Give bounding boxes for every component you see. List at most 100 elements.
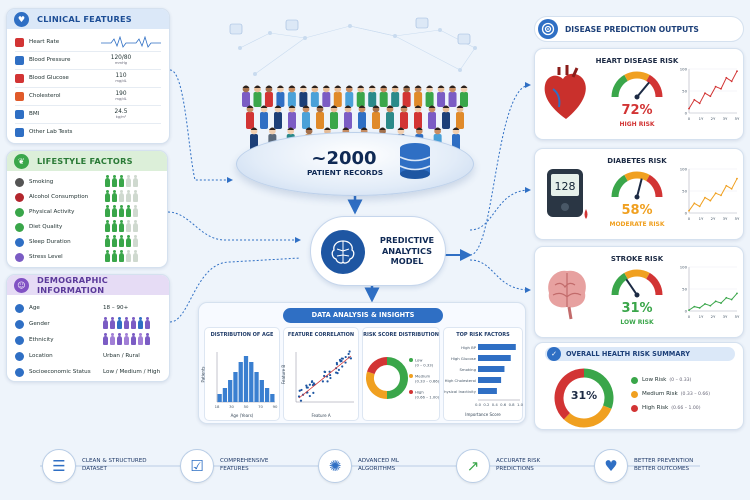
trend-line	[688, 293, 738, 311]
person-figure	[437, 85, 446, 107]
lifestyle-row-label: Smoking	[29, 179, 54, 185]
trend-point	[720, 87, 722, 90]
neural-network-icon: ✺	[328, 457, 342, 475]
value-text: 120/80	[110, 55, 132, 61]
cigarette-icon	[15, 177, 24, 187]
trend-point	[720, 302, 722, 304]
lifestyle-factors-header: ❦ LIFESTYLE FACTORS	[7, 151, 167, 171]
scatter-point	[340, 357, 343, 360]
trend-point	[698, 307, 701, 309]
trend-point	[730, 298, 733, 301]
database-icon: ☰	[52, 457, 66, 475]
growth-chart-icon: ↗	[466, 457, 480, 475]
patient-records-label: PATIENT RECORDS	[306, 168, 384, 177]
risk-dist-title: RISK SCORE DISTRIBUTION	[363, 332, 439, 338]
factor-bar	[478, 388, 497, 394]
factor-tick: 0.4	[492, 402, 499, 407]
y-tick: 100	[680, 67, 688, 72]
summary-legend-item: Low Risk(0 – 0.33)	[631, 373, 710, 387]
risk-level: HIGH RISK	[619, 121, 655, 128]
outputs-header: DISEASE PREDICTION OUTPUTS	[534, 16, 744, 42]
legend-dot	[631, 404, 638, 412]
benefit-line-1: Comprehensive	[220, 458, 269, 465]
clinical-row-label: BMI	[29, 111, 40, 117]
unit-text: mg/dL	[115, 79, 127, 83]
age-tick: 30	[229, 404, 234, 409]
scatter-point	[305, 384, 308, 387]
factor-tick: 0.8	[509, 402, 516, 407]
lifestyle-row: Stress Level	[15, 249, 161, 264]
scatter-point	[329, 376, 332, 380]
scatter-point	[334, 371, 338, 374]
bmi-icon	[15, 109, 24, 119]
histogram-bar	[249, 362, 254, 402]
summary-donut-slice	[554, 368, 585, 420]
corr-chart-title: FEATURE CORRELATION	[287, 332, 355, 338]
person-icon	[105, 234, 110, 247]
gauge-segment	[624, 269, 650, 280]
benefit-text: Advanced MLAlgorithms	[358, 458, 399, 473]
value-text: 110	[115, 73, 127, 79]
person-icon	[133, 204, 138, 217]
person-figure	[414, 85, 423, 107]
trend-point	[704, 196, 706, 199]
x-tick: 3Y	[723, 314, 728, 319]
benefit-icon-circle: ☰	[42, 449, 76, 483]
gauge-segment	[646, 174, 663, 198]
person-figure	[368, 85, 377, 107]
gauge-needle	[636, 81, 650, 98]
glucose-meter-icon: 128	[547, 169, 588, 219]
clinical-row-label: Blood Pressure	[29, 57, 71, 63]
benefit-line-1: Better Prevention	[634, 458, 694, 465]
histogram-bar	[270, 394, 275, 402]
unit-text: mg/dL	[115, 97, 127, 101]
person-icon	[117, 316, 122, 329]
gauge-segment	[611, 174, 628, 198]
demographic-header: ☺ DEMOGRAPHIC INFORMATION	[7, 275, 169, 295]
clinical-row-label: Heart Rate	[29, 39, 60, 45]
legend-range: (0 – 0.33)	[415, 363, 434, 368]
location-pin-icon	[15, 351, 24, 361]
clinical-row-label: Blood Glucose	[29, 75, 69, 81]
summary-legend-label: Low Risk	[642, 377, 667, 383]
trend-point	[730, 187, 733, 190]
database-icon	[399, 143, 431, 179]
data-analysis-title: DATA ANALYSIS & INSIGHTS	[283, 308, 443, 323]
y-tick: 50	[682, 89, 687, 94]
person-figure	[372, 105, 380, 129]
person-icon	[119, 174, 124, 187]
x-tick: 0	[688, 314, 691, 319]
top-factors-xlabel: Importance Score	[465, 412, 501, 417]
summary-title: OVERALL HEALTH RISK SUMMARY	[566, 350, 690, 358]
scatter-point	[339, 360, 342, 363]
value-text: 24.5	[114, 109, 128, 115]
legend-dot	[631, 390, 638, 398]
factor-tick: 0.0	[475, 402, 482, 407]
benefit-item: ☰Clean & StructuredDataset	[42, 446, 147, 486]
person-figure	[428, 105, 436, 129]
risk-level: LOW RISK	[620, 319, 654, 326]
demographic-row-label: Ethnicity	[29, 337, 54, 343]
people-row	[103, 332, 150, 345]
y-tick: 100	[680, 167, 688, 172]
person-figure	[345, 85, 354, 107]
lifestyle-row: Sleep Duration	[15, 234, 161, 249]
x-tick: 5Y	[735, 314, 740, 319]
trend-point	[709, 95, 712, 98]
benefit-text: Accurate RiskPredictions	[496, 458, 540, 473]
divider	[15, 69, 161, 70]
trend-point	[698, 205, 701, 208]
svg-text:128: 128	[555, 180, 576, 193]
world-network-background	[229, 17, 477, 76]
lifestyle-row: Alcohol Consumption	[15, 189, 161, 204]
